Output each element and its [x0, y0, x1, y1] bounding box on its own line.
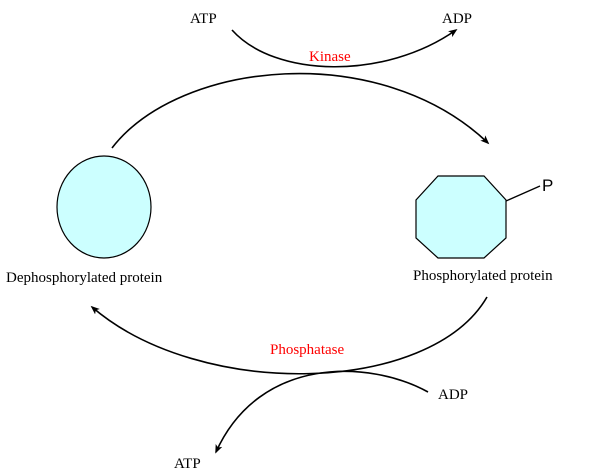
phosphate-bond — [505, 185, 541, 202]
kinase-label: Kinase — [309, 49, 351, 65]
phosphorylated-protein-shape — [415, 175, 507, 259]
dephosphorylated-protein-shape — [56, 155, 152, 259]
atp-to-adp-arrow — [231, 28, 458, 68]
atp-label-bottom: ATP — [174, 456, 201, 472]
phosphatase-main-arrow — [90, 296, 488, 375]
phosphate-label: P — [542, 176, 553, 195]
dephosphorylated-protein-label: Dephosphorylated protein — [6, 270, 163, 286]
phosphatase-label: Phosphatase — [270, 342, 345, 358]
adp-label-top: ADP — [442, 11, 472, 27]
adp-label-bottom: ADP — [438, 387, 468, 403]
phosphorylated-protein-label: Phosphorylated protein — [413, 268, 553, 284]
adp-to-atp-arrow — [215, 370, 429, 454]
atp-label-top: ATP — [190, 11, 217, 27]
kinase-main-arrow — [111, 72, 490, 149]
